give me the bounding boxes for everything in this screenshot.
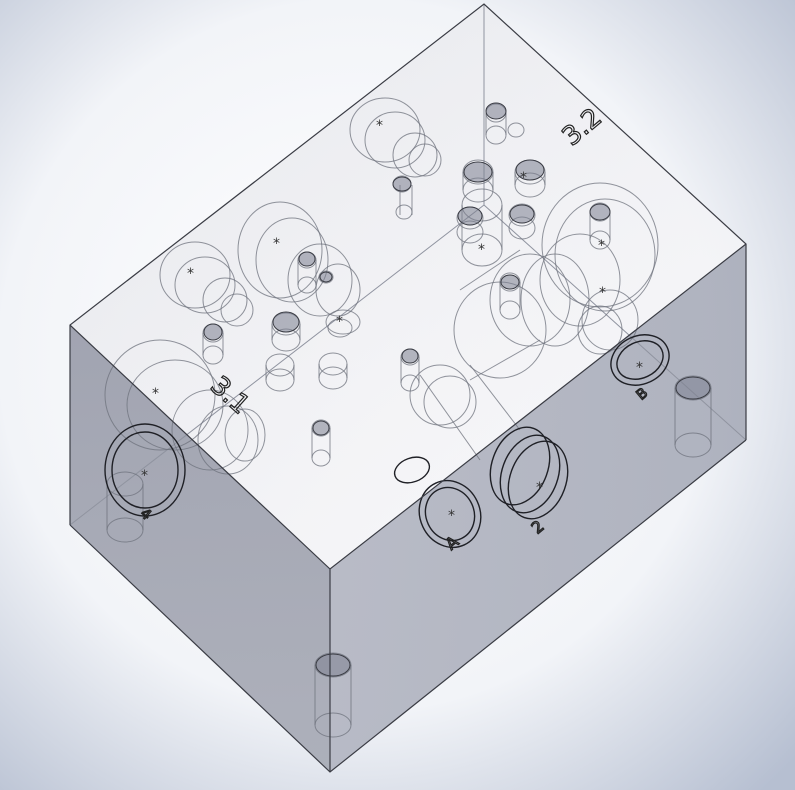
center-mark: * xyxy=(598,238,605,254)
center-mark: * xyxy=(636,360,643,376)
bore-caps xyxy=(203,102,711,677)
block-left-face xyxy=(70,325,330,772)
center-mark: * xyxy=(478,242,485,258)
block-edges xyxy=(69,3,747,773)
center-mark: * xyxy=(273,236,280,252)
internal-bores xyxy=(104,97,712,738)
block-top-face xyxy=(70,4,746,569)
center-mark: * xyxy=(336,314,343,330)
center-mark: * xyxy=(520,170,527,186)
center-mark: * xyxy=(448,508,455,524)
center-mark: * xyxy=(141,468,148,484)
center-marks: * * * * * * * * * * * * * xyxy=(141,118,643,524)
center-mark: * xyxy=(376,118,383,134)
center-mark: * xyxy=(599,285,606,301)
center-mark: * xyxy=(536,480,543,496)
center-mark: * xyxy=(152,386,159,402)
port-openings xyxy=(104,334,670,549)
center-mark: * xyxy=(187,266,194,282)
